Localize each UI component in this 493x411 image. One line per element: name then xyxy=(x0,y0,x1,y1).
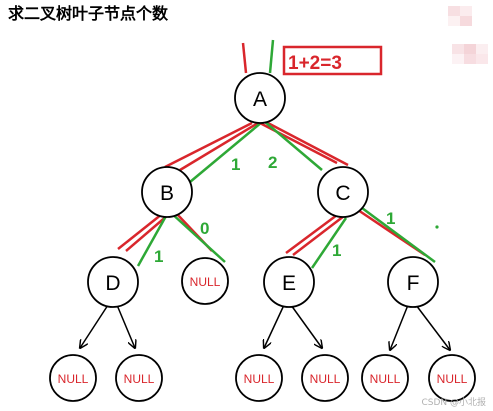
edge-a-c-red-1 xyxy=(257,120,338,165)
edge-c-e-green xyxy=(310,217,348,269)
null-label: NULL xyxy=(124,372,155,386)
count-label-e-return: 1 xyxy=(332,241,341,260)
count-label-b-right: 0 xyxy=(200,219,209,238)
node-a: A xyxy=(234,72,286,124)
null-label: NULL xyxy=(190,275,221,289)
node-c: C xyxy=(317,166,369,218)
node-null-f-left: NULL xyxy=(361,354,409,402)
edge-a-c-green xyxy=(263,120,323,171)
page-title: 求二叉树叶子节点个数 xyxy=(8,4,169,23)
edge-c-e-red-2 xyxy=(292,215,345,256)
node-null-b-right: NULL xyxy=(181,257,229,305)
null-label: NULL xyxy=(370,372,401,386)
node-d: D xyxy=(87,256,139,308)
node-e: E xyxy=(263,256,315,308)
node-d-label: D xyxy=(105,272,120,295)
edge-b-d-red-1 xyxy=(117,213,163,250)
edge-b-d-green xyxy=(136,215,168,267)
node-a-label: A xyxy=(253,88,267,111)
edge-a-b-red-1 xyxy=(164,121,253,169)
blurred-avatar-decoration xyxy=(448,6,488,64)
edge-a-c-red-2 xyxy=(265,120,349,167)
node-f: F xyxy=(387,256,439,308)
return-line-green xyxy=(268,39,275,74)
edge-b-d-red-2 xyxy=(125,214,169,252)
result-text: 1+2=3 xyxy=(288,53,342,74)
node-b: B xyxy=(141,166,193,218)
edge-f-null-left xyxy=(390,304,409,350)
null-label: NULL xyxy=(310,372,341,386)
node-null-f-right: NULL xyxy=(428,354,476,402)
null-label: NULL xyxy=(244,372,275,386)
node-null-d-right: NULL xyxy=(115,354,163,402)
edge-c-e-red-1 xyxy=(285,213,338,255)
edge-e-null-right xyxy=(290,304,322,348)
null-label: NULL xyxy=(58,372,89,386)
green-dot-mark xyxy=(435,225,439,229)
node-f-label: F xyxy=(407,272,420,295)
count-label-d-return: 1 xyxy=(154,247,163,266)
edge-c-f-green xyxy=(357,203,436,264)
edge-d-null-left xyxy=(80,304,109,348)
null-label: NULL xyxy=(437,372,468,386)
edge-f-null-right xyxy=(415,304,450,350)
edge-a-b-green xyxy=(189,121,263,183)
call-line-red xyxy=(241,42,248,74)
count-label-a-left: 1 xyxy=(231,155,240,174)
count-label-a-right: 2 xyxy=(268,153,277,172)
watermark: CSDN @小北报 xyxy=(421,396,486,408)
node-e-label: E xyxy=(282,272,296,295)
count-label-c-right: 1 xyxy=(386,209,395,228)
result-box: 1+2=3 xyxy=(282,45,383,76)
node-c-label: C xyxy=(335,182,350,205)
node-b-label: B xyxy=(160,182,174,205)
edge-b-null-green xyxy=(169,211,226,263)
edge-a-b-red-2 xyxy=(179,121,259,172)
edge-d-null-right xyxy=(116,304,135,348)
node-null-e-left: NULL xyxy=(235,354,283,402)
edge-e-null-left xyxy=(264,304,285,348)
node-null-d-left: NULL xyxy=(49,354,97,402)
node-null-e-right: NULL xyxy=(301,354,349,402)
